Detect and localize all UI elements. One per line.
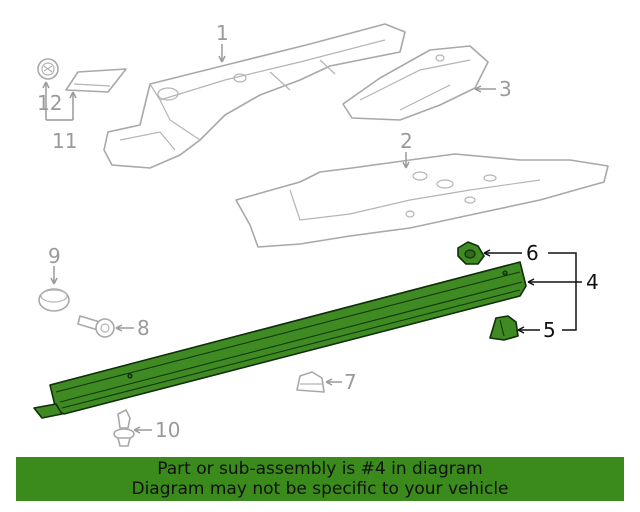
callout-3: 3	[499, 77, 512, 101]
part-8-screw[interactable]	[77, 315, 115, 338]
callout-2-leader	[402, 152, 410, 169]
part-10-push-clip[interactable]	[113, 409, 135, 447]
callout-11-12-leader	[42, 81, 77, 121]
part-3-bracket[interactable]	[342, 45, 489, 121]
callout-12: 12	[37, 91, 62, 115]
callout-4-5-6-leader	[483, 249, 582, 334]
callout-10: 10	[155, 418, 180, 442]
part-7-clip[interactable]	[296, 371, 325, 393]
part-info-banner: Part or sub-assembly is #4 in diagram Di…	[16, 457, 624, 501]
callout-5: 5	[543, 318, 556, 342]
part-6-clip[interactable]	[457, 241, 485, 265]
part-5-bracket[interactable]	[489, 315, 519, 341]
callout-1-leader	[218, 44, 226, 63]
callout-2: 2	[400, 129, 413, 153]
callout-10-leader	[133, 426, 152, 434]
banner-line-1: Part or sub-assembly is #4 in diagram	[157, 459, 483, 479]
callout-8-leader	[115, 324, 134, 332]
part-1-floor-panel[interactable]	[103, 23, 406, 169]
part-4-rocker-panel[interactable]	[33, 261, 527, 419]
callout-8: 8	[137, 316, 150, 340]
part-9-grommet[interactable]	[38, 288, 70, 312]
callout-3-leader	[474, 85, 496, 93]
part-12-plug[interactable]	[37, 58, 59, 80]
part-11-pad[interactable]	[65, 68, 127, 93]
callout-9-leader	[50, 266, 58, 285]
callout-4: 4	[586, 270, 599, 294]
callout-1: 1	[216, 21, 229, 45]
banner-line-2: Diagram may not be specific to your vehi…	[131, 479, 509, 499]
part-2-floor-pan[interactable]	[235, 153, 609, 248]
callout-11: 11	[52, 129, 77, 153]
callout-7: 7	[344, 370, 357, 394]
callout-9: 9	[48, 244, 61, 268]
callout-7-leader	[325, 378, 342, 386]
callout-6: 6	[526, 241, 539, 265]
